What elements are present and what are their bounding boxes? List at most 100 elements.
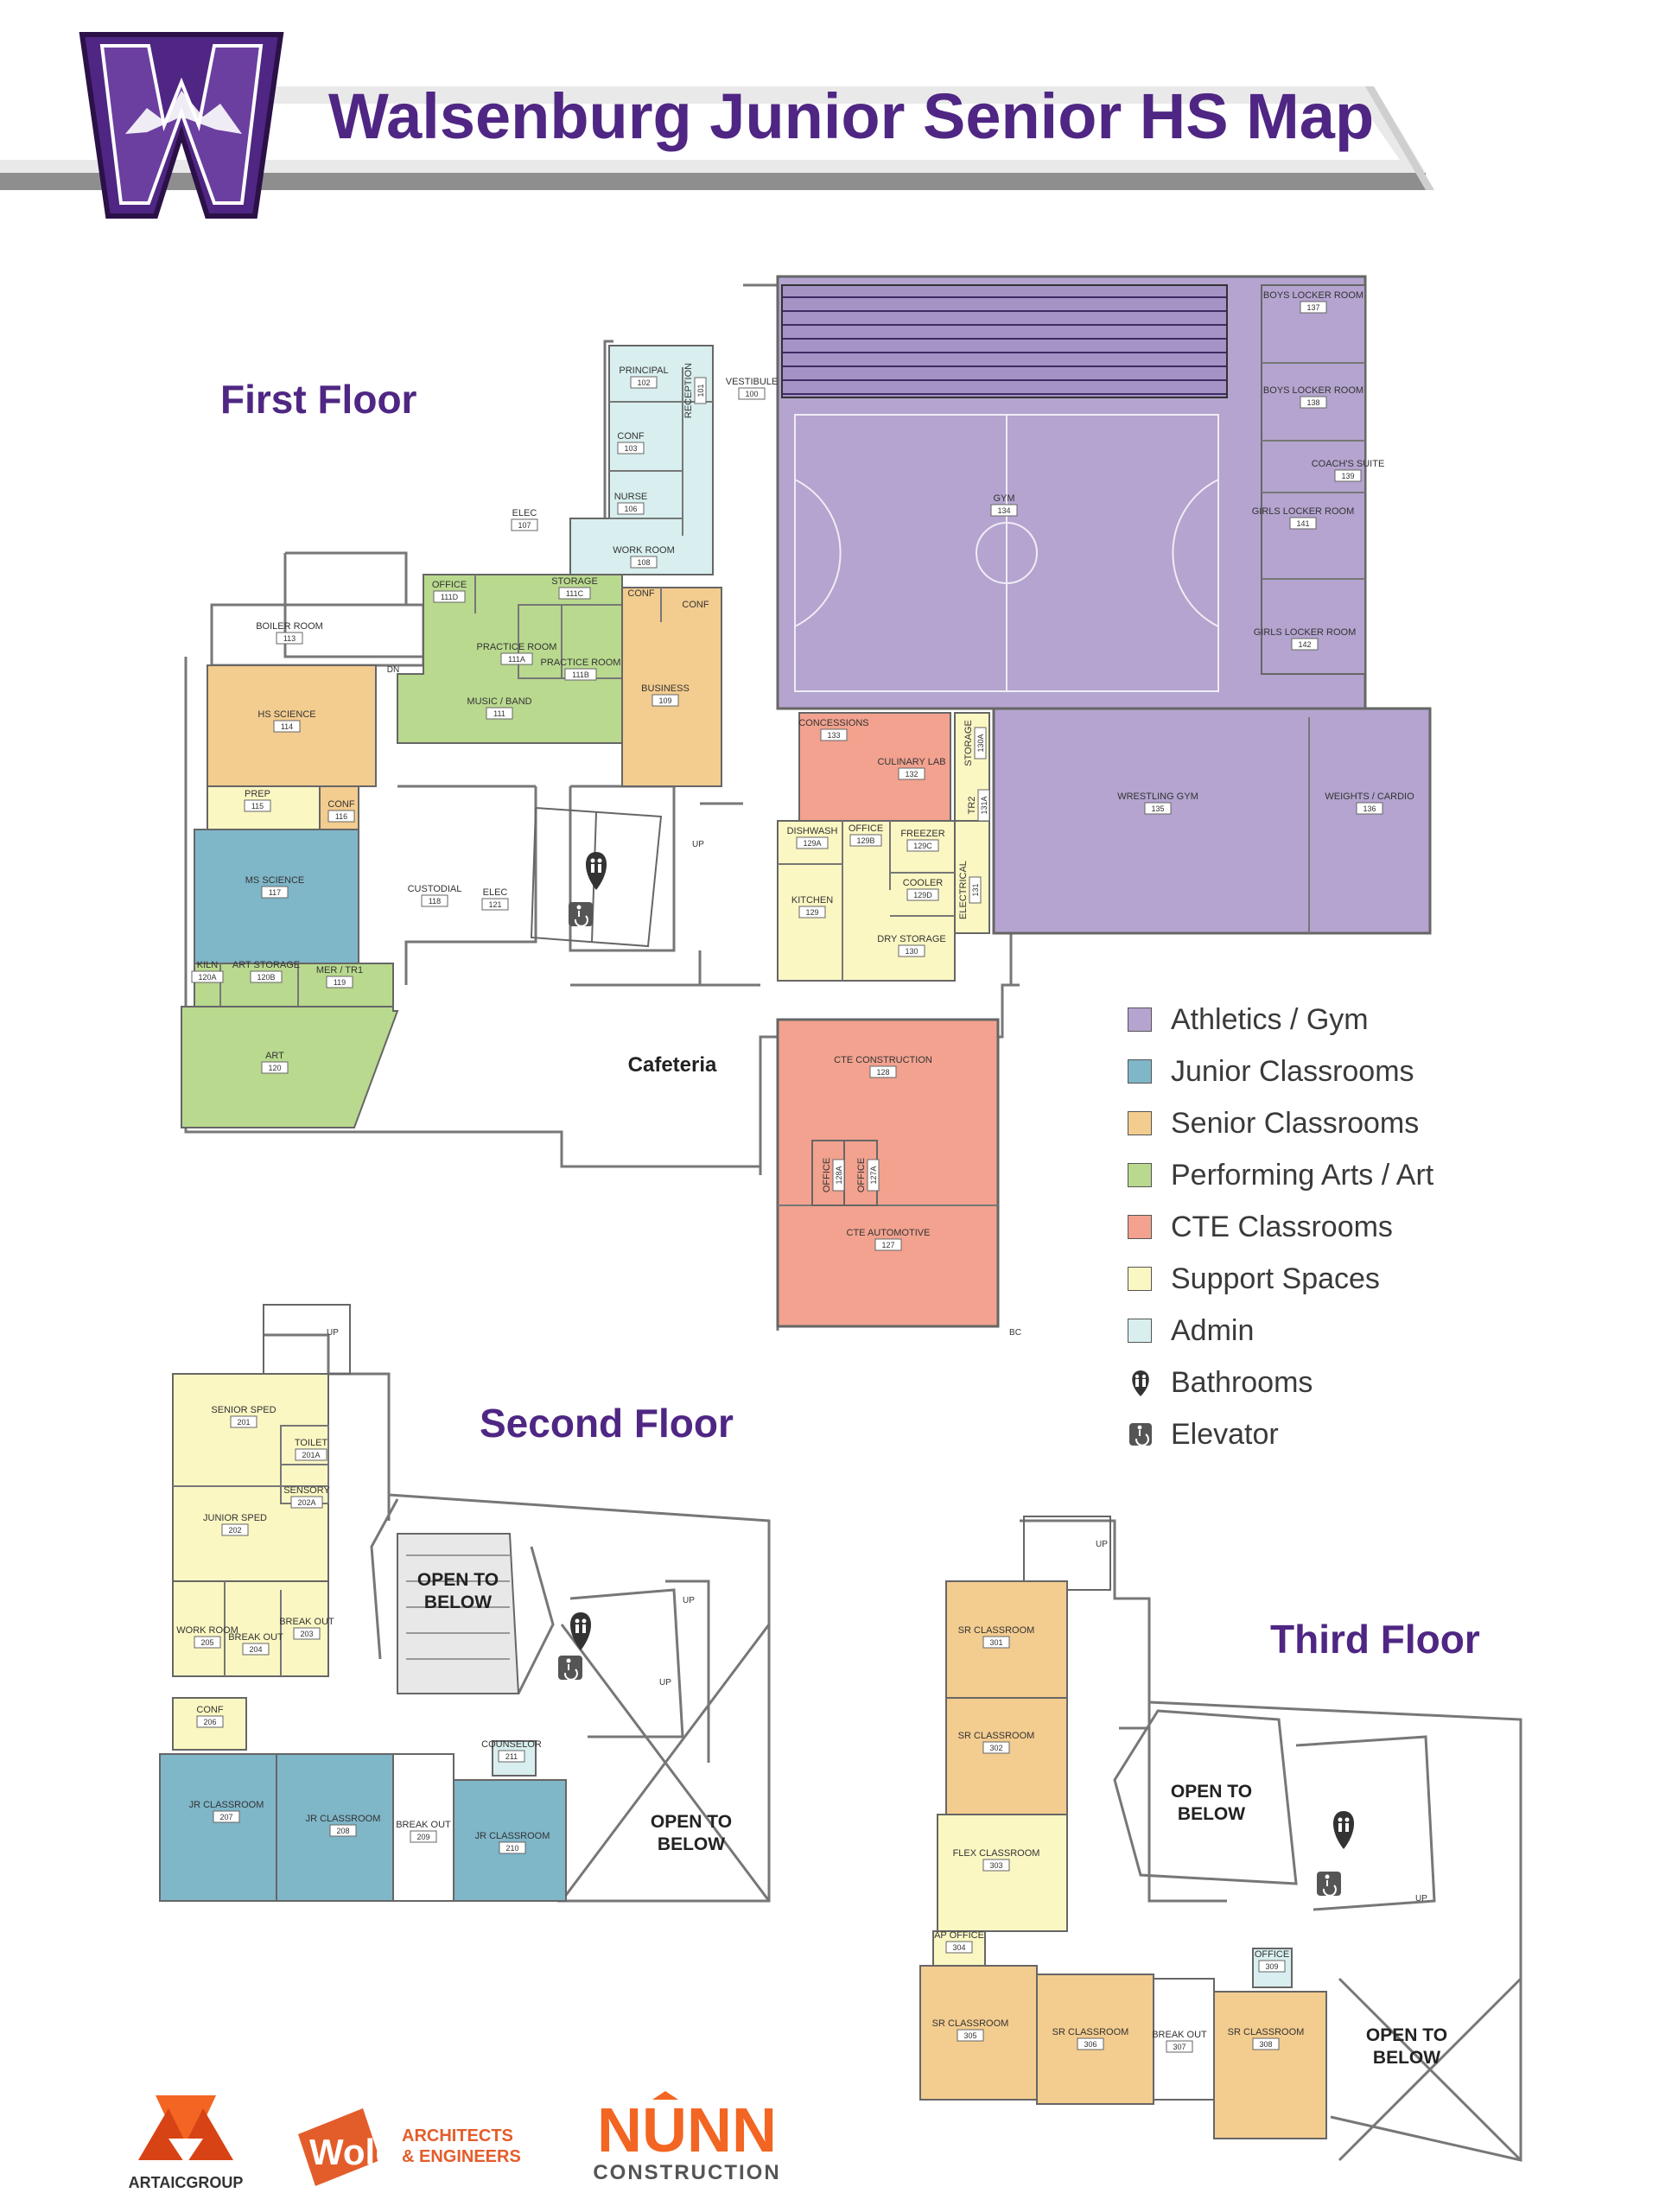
floor-label-third: Third Floor (1270, 1617, 1480, 1662)
legend-label: Support Spaces (1171, 1262, 1380, 1295)
cafeteria-label: Cafeteria (628, 1053, 717, 1077)
legend-label: Performing Arts / Art (1171, 1158, 1434, 1192)
room-name-office309: OFFICE (1255, 1949, 1289, 1960)
wold-logo: Wold ARCHITECTS & ENGINEERS (298, 2108, 521, 2186)
stair-up-4: UP (1096, 1540, 1108, 1549)
room-number-msscience: 117 (269, 888, 281, 897)
room-number-apoffice: 304 (952, 1943, 965, 1952)
stair-up-3: UP (659, 1678, 671, 1688)
room-number-workroom205: 205 (200, 1638, 213, 1647)
room-label-breakout204: BREAK OUT 204 (228, 1632, 283, 1656)
nunn-sub: CONSTRUCTION (593, 2161, 780, 2184)
room-name-elec107: ELEC (512, 508, 537, 518)
room-name-conf116: CONF (327, 799, 354, 810)
room-number-breakout203: 203 (300, 1630, 313, 1638)
room-name-seniorsped: SENIOR SPED (211, 1405, 276, 1415)
room-name-nurse: NURSE (614, 492, 648, 502)
room-number-boiler: 113 (283, 634, 296, 643)
room-name-girlslocker141: GIRLS LOCKER ROOM (1252, 506, 1355, 517)
otb-3b-line2: BELOW (1373, 2048, 1440, 2068)
room-name-office129b: OFFICE (849, 823, 883, 834)
room-number-jr208: 208 (336, 1827, 349, 1835)
room-name-boyslocker137: BOYS LOCKER ROOM (1263, 290, 1363, 301)
room-number-breakout307: 307 (1173, 2043, 1185, 2051)
legend-swatch (1128, 1267, 1152, 1291)
legend-item: CTE Classrooms (1128, 1201, 1611, 1253)
room-number-storage130a: 130A (976, 734, 985, 752)
room-name-cooler: COOLER (903, 878, 944, 888)
room-number-office111d: 111D (441, 593, 459, 601)
room-name-mertr1: MER / TR1 (316, 965, 363, 976)
room-name-msscience: MS SCIENCE (245, 875, 304, 886)
room-name-electrical: ELECTRICAL (958, 861, 969, 919)
room-number-toilet: 201A (302, 1451, 320, 1459)
room-name-sr306: SR CLASSROOM (1052, 2027, 1129, 2037)
room-number-girlslocker142: 142 (1298, 640, 1311, 649)
room-name-conf103: CONF (617, 431, 644, 442)
room-name-sensory: SENSORY (283, 1485, 330, 1496)
room-number-wrestling: 135 (1151, 804, 1164, 813)
room-number-seniorsped: 201 (237, 1418, 250, 1427)
bathroom-icon-second (570, 1612, 591, 1650)
legend-label: Elevator (1171, 1417, 1279, 1451)
nunn-logo: NUNN CONSTRUCTION (593, 2091, 780, 2184)
room-name-prep: PREP (245, 789, 270, 799)
room-sr302 (945, 1697, 1068, 1815)
room-number-sr308: 308 (1259, 2040, 1272, 2049)
room-name-workroom108: WORK ROOM (613, 545, 675, 556)
room-name-kitchen: KITCHEN (791, 895, 833, 906)
room-name-coachsuite: COACH'S SUITE (1312, 459, 1385, 469)
legend-swatch (1128, 1111, 1152, 1135)
stair-up-1: UP (327, 1328, 339, 1338)
legend-swatch (1128, 1007, 1152, 1032)
room-name-office127a: OFFICE (856, 1158, 867, 1192)
room-number-girlslocker141: 141 (1296, 519, 1309, 528)
room-name-conf_b: CONF (682, 600, 709, 610)
bathroom-icon-first (586, 852, 607, 890)
room-number-office129b: 129B (856, 836, 874, 845)
nunn-text: NUNN (597, 2096, 777, 2165)
legend-swatch (1128, 1319, 1152, 1343)
room-number-electrical: 131 (971, 883, 980, 896)
room-number-dishwash: 129A (803, 839, 821, 848)
room-name-cteautomotive: CTE AUTOMOTIVE (847, 1228, 931, 1238)
room-name-sr305: SR CLASSROOM (932, 2018, 1009, 2029)
room-number-mertr1: 119 (334, 978, 346, 987)
room-name-practice111b: PRACTICE ROOM (541, 658, 621, 668)
legend-item: Athletics / Gym (1128, 994, 1611, 1046)
room-number-breakout204: 204 (249, 1645, 262, 1654)
room-name-practice111a: PRACTICE ROOM (477, 642, 557, 652)
stair-up-0: UP (692, 840, 704, 849)
room-wrestling (992, 707, 1432, 935)
room-name-apoffice: AP OFFICE (934, 1930, 984, 1941)
room-number-practice111b: 111B (572, 671, 589, 679)
room-label-conf_a: CONF (627, 588, 654, 599)
room-name-storage130a: STORAGE (963, 720, 974, 766)
room-name-breakout204: BREAK OUT (228, 1632, 283, 1643)
artaic-logo: ARTAICGROUP (129, 2095, 243, 2191)
